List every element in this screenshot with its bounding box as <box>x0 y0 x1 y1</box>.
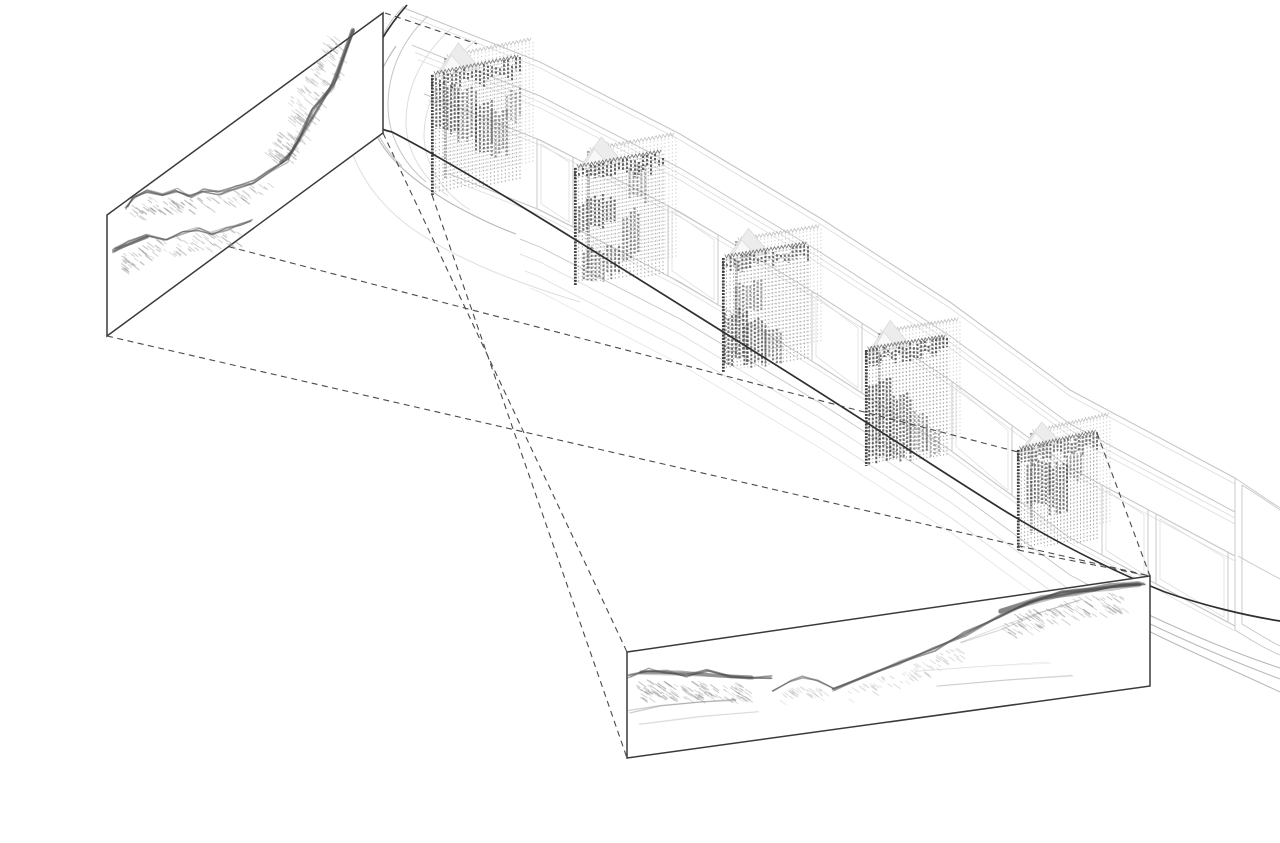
detail-panel-lower-right <box>627 576 1150 758</box>
projection-dashed-lines <box>107 13 1150 758</box>
detail-box-upper-left <box>107 13 383 336</box>
perforated-screen-panels <box>432 38 1110 550</box>
